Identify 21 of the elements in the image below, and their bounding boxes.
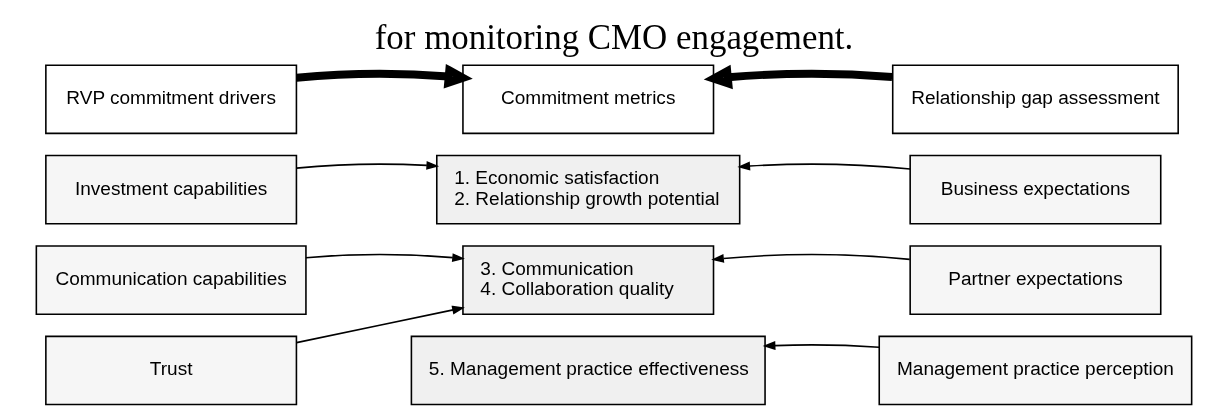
arrow <box>305 253 465 263</box>
node-box: RVP commitment drivers <box>45 64 298 135</box>
node-box: Investment capabilities <box>45 154 298 225</box>
node-box: Trust <box>45 335 298 406</box>
node-box: Relationship gap assessment <box>891 64 1179 135</box>
node-box: 1. Economic satisfaction 2. Relationship growth potential <box>436 154 741 225</box>
arrow <box>737 161 911 171</box>
node-box: Communication capabilities <box>35 245 307 315</box>
diagram-title: for monitoring CMO engagement. <box>374 17 854 57</box>
arrow <box>703 64 893 90</box>
node-box: Business expectations <box>909 154 1162 225</box>
arrow <box>296 63 473 89</box>
arrow <box>295 305 465 344</box>
arrow <box>711 253 911 263</box>
node-box: Commitment metrics <box>462 64 715 135</box>
node-box: Management practice perception <box>878 335 1193 406</box>
arrow <box>295 160 440 170</box>
node-box: Partner expectations <box>909 245 1162 315</box>
node-box: 5. Management practice effectiveness <box>410 335 766 406</box>
node-box: 3. Communication 4. Collaboration quality <box>462 245 715 315</box>
arrow <box>762 341 880 350</box>
